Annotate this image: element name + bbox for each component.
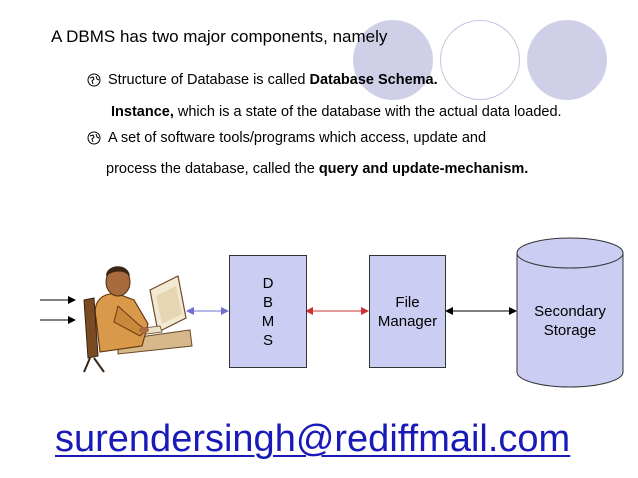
decorative-circle-3 [527, 20, 607, 100]
bullet-2-continuation: process the database, called the query a… [106, 161, 528, 177]
bullet-1-cont-bold: Instance, [111, 104, 174, 120]
globe-bullet-icon [87, 131, 101, 145]
bullet-2-cont-bold: query and update-mechanism. [318, 161, 529, 177]
dbms-box: D B M S [229, 255, 307, 368]
dbms-letter-m: M [261, 312, 275, 330]
bullet-2-cont-text: process the database, called the [106, 161, 319, 177]
decorative-circle-1 [353, 20, 433, 100]
decorative-circle-2 [440, 20, 520, 100]
file-manager-box: File Manager [369, 255, 446, 368]
slide-heading: A DBMS has two major components, namely [51, 27, 388, 46]
file-manager-line-1: File [395, 293, 420, 311]
email-link[interactable]: surendersingh@rediffmail.com [55, 418, 571, 460]
dbms-label: D B M S [262, 274, 275, 350]
file-manager-line-2: Manager [377, 312, 438, 330]
secondary-storage-label: Secondary Storage [517, 302, 623, 340]
globe-bullet-icon [87, 73, 101, 87]
bullet-1-cont-text: which is a state of the database with th… [173, 104, 562, 120]
file-manager-label: File Manager [378, 293, 437, 331]
bullet-1: Structure of Database is called Database… [108, 72, 438, 88]
bullet-1-bold: Database Schema. [309, 72, 438, 88]
secondary-storage-line-1: Secondary [534, 303, 606, 320]
bullet-1-continuation: Instance, which is a state of the databa… [111, 104, 562, 120]
dbms-letter-b: B [262, 293, 273, 311]
dbms-letter-d: D [262, 274, 274, 292]
secondary-storage-line-2: Storage [543, 322, 597, 339]
secondary-storage-cylinder [516, 237, 624, 388]
bullet-1-text: Structure of Database is called [108, 72, 310, 88]
computer-user-icon [83, 266, 193, 373]
dbms-letter-s: S [262, 331, 273, 349]
bullet-2: A set of software tools/programs which a… [108, 130, 487, 146]
